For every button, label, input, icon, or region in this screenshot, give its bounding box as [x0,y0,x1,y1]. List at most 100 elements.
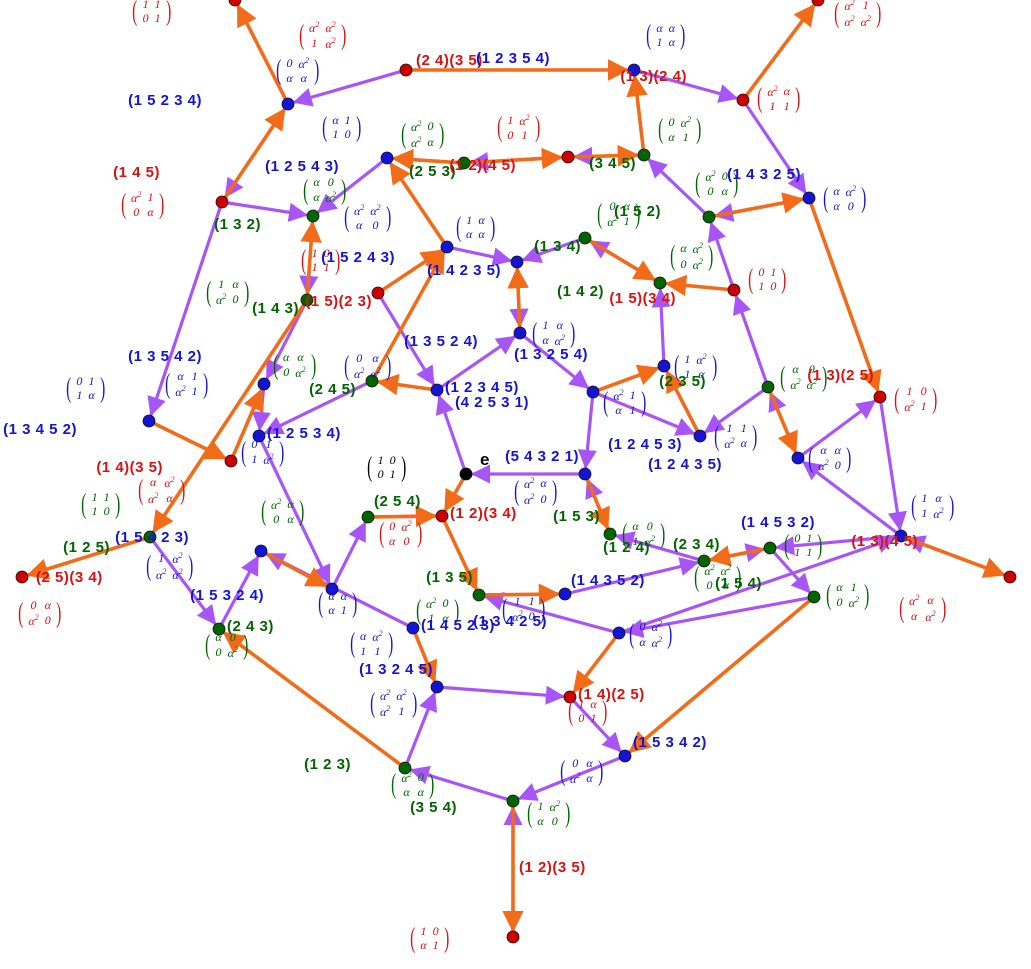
graph-node[interactable] [603,527,617,541]
graph-node[interactable] [371,286,385,300]
graph-node[interactable] [894,529,908,543]
graph-node[interactable] [224,454,238,468]
graph-node[interactable] [811,0,825,7]
graph-node[interactable] [430,383,444,397]
graph-node[interactable] [653,276,667,290]
orange-edge [745,3,816,97]
graph-node[interactable] [627,63,641,77]
purple-edge [597,392,696,436]
graph-node[interactable] [435,509,449,523]
graph-node[interactable] [215,195,229,209]
graph-node[interactable] [578,467,592,481]
graph-node[interactable] [1003,570,1017,584]
graph-node[interactable] [697,554,711,568]
orange-edge [236,4,287,101]
graph-node[interactable] [763,541,777,555]
purple-edge [801,399,877,456]
purple-edge [226,201,309,222]
orange-edge [376,373,433,396]
orange-edge [713,192,805,218]
orange-edge [597,364,660,392]
graph-node[interactable] [802,191,816,205]
graph-node[interactable] [506,930,520,944]
graph-node[interactable] [142,414,156,428]
graph-node[interactable] [228,0,242,7]
orange-edge [413,632,438,683]
graph-node[interactable] [365,374,379,388]
purple-edge [333,521,367,585]
orange-edge [664,274,730,297]
graph-node[interactable] [873,390,887,404]
graph-node[interactable] [586,385,600,399]
graph-node[interactable] [15,570,29,584]
graph-node[interactable] [702,210,716,224]
orange-edge [442,520,478,591]
graph-node[interactable] [761,380,775,394]
purple-edge [440,335,516,388]
graph-node[interactable] [300,293,314,307]
graph-node[interactable] [727,283,741,297]
orange-edge [483,583,561,606]
purple-edge [405,691,438,764]
purple-edge [801,460,898,534]
graph-node[interactable] [406,621,420,635]
orange-edge [373,251,446,378]
graph-node[interactable] [578,231,592,245]
purple-edge [379,296,435,386]
graph-node[interactable] [257,377,271,391]
orange-edge [372,505,438,528]
orange-edge [708,545,766,567]
purple-edge [260,440,331,585]
purple-edge [572,700,622,753]
graph-node[interactable] [252,429,266,443]
graph-node[interactable] [657,359,671,373]
graph-node[interactable] [380,151,394,165]
graph-node[interactable] [612,626,626,640]
purple-edge-layer [147,70,1006,933]
graph-node[interactable] [399,63,413,77]
graph-node[interactable] [281,97,295,111]
graph-node[interactable] [440,240,454,254]
graph-node[interactable] [513,326,527,340]
orange-edge [626,74,648,151]
graph-node[interactable] [143,530,157,544]
purple-edge [577,396,597,470]
orange-edge [222,631,402,766]
purple-edge [435,394,466,470]
purple-edge [265,304,306,380]
orange-edge [223,107,286,199]
graph-node[interactable] [561,150,575,164]
graph-node[interactable] [506,794,520,808]
purple-edge [147,206,222,417]
graph-node[interactable] [472,588,486,602]
purple-edge [263,382,368,435]
graph-node[interactable] [736,93,750,107]
graph-node[interactable] [457,156,471,170]
graph-node[interactable] [563,690,577,704]
orange-edge [152,303,306,534]
graph-node[interactable] [807,590,821,604]
graph-node[interactable] [306,209,320,223]
purple-edge [623,534,897,633]
graph-node[interactable] [212,622,226,636]
graph-node[interactable] [459,467,473,481]
purple-edge [409,765,509,801]
orange-edge [572,636,617,694]
graph-node[interactable] [693,429,707,443]
graph-node[interactable] [618,749,632,763]
orange-edge [231,388,264,457]
graph-node[interactable] [254,544,268,558]
graph-node[interactable] [361,510,375,524]
graph-node[interactable] [637,148,651,162]
graph-node[interactable] [558,587,572,601]
graph-node[interactable] [510,255,524,269]
graph-node[interactable] [430,680,444,694]
graph-node[interactable] [398,761,412,775]
orange-edge [665,370,699,433]
purple-edge [316,160,384,213]
orange-edge [391,148,460,171]
graph-node[interactable] [325,582,339,596]
graph-node[interactable] [791,451,805,465]
